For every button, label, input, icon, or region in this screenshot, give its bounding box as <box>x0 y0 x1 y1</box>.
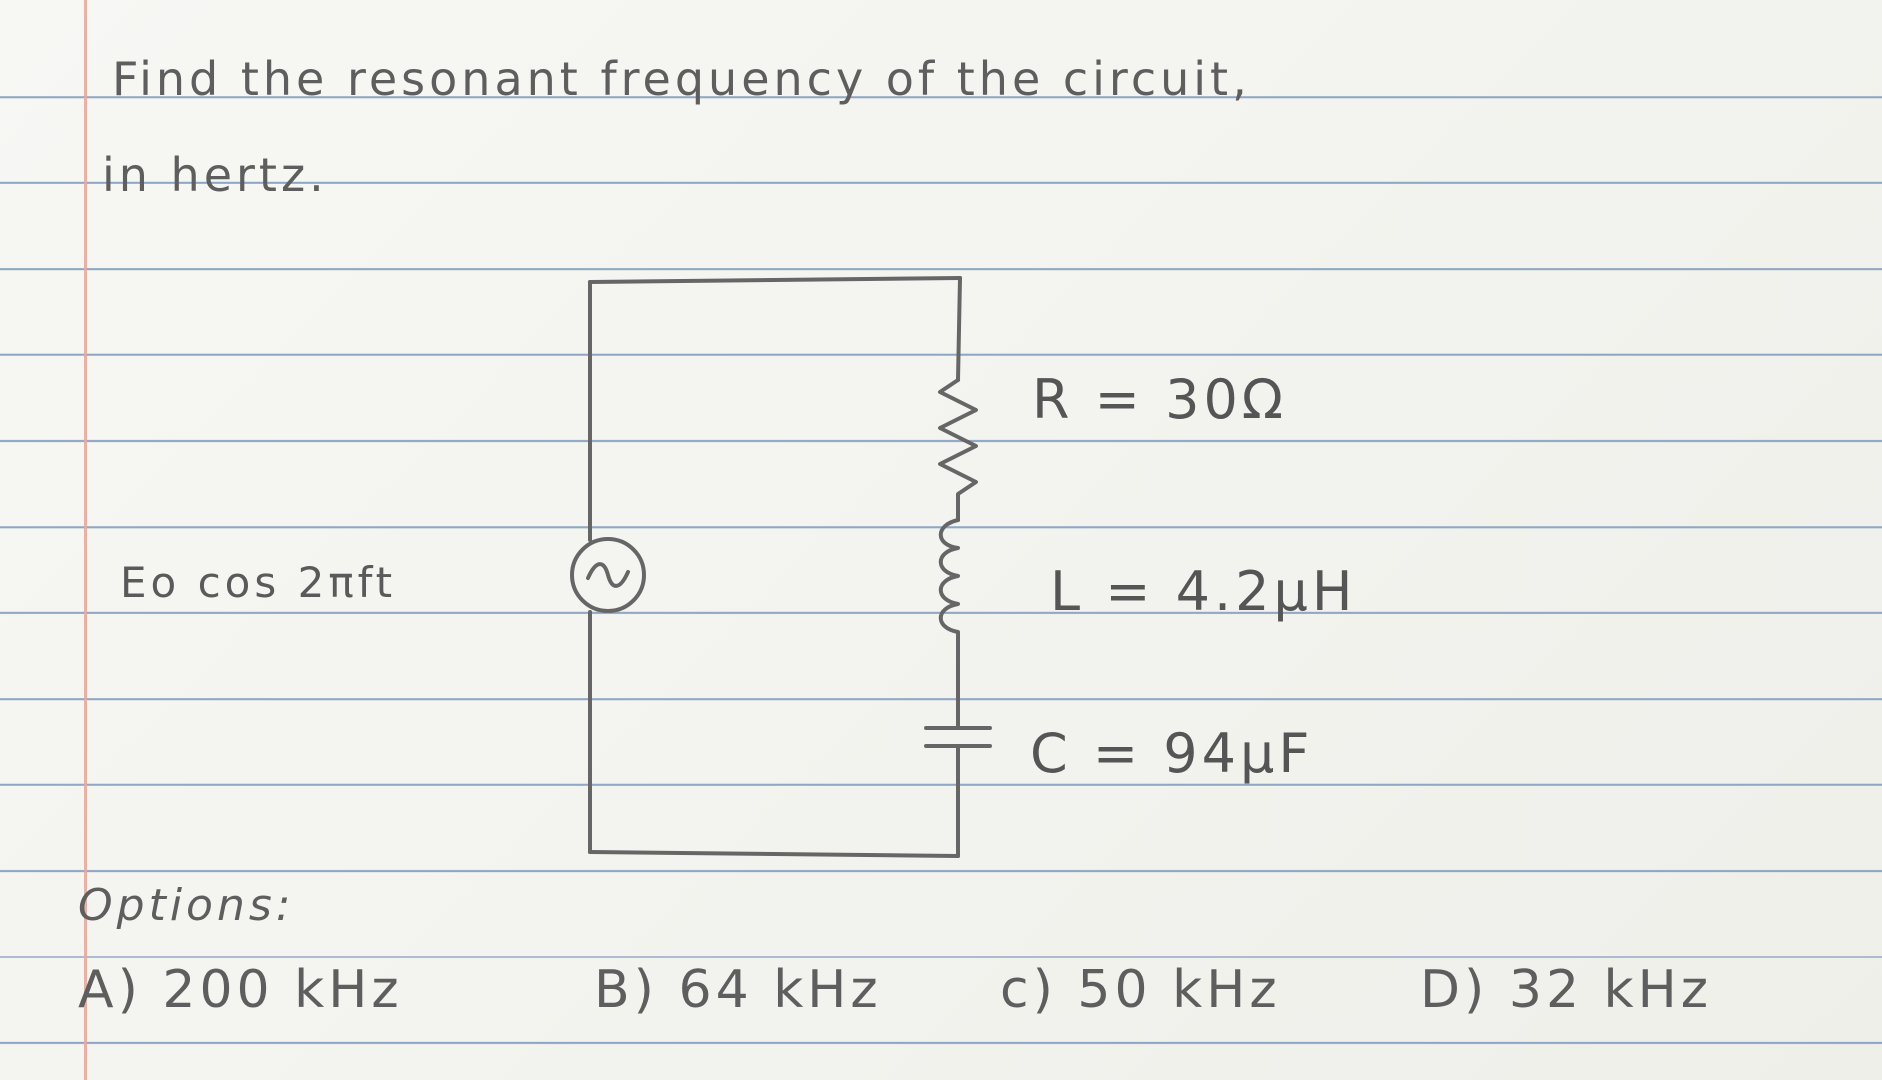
question-line-1: Find the resonant frequency of the circu… <box>112 52 1251 106</box>
source-label: Eo cos 2πft <box>120 558 397 607</box>
option-c: c) 50 kHz <box>1000 960 1281 1020</box>
option-b: B) 64 kHz <box>594 960 882 1020</box>
option-a: A) 200 kHz <box>78 960 403 1020</box>
wire-bottom <box>588 850 960 858</box>
margin-line <box>84 0 87 1080</box>
sine-wave-icon <box>586 562 630 588</box>
option-d: D) 32 kHz <box>1420 960 1713 1020</box>
resistor-symbol <box>938 378 978 522</box>
options-title: Options: <box>78 880 295 931</box>
resistor-label: R = 30Ω <box>1032 368 1288 431</box>
wire-right-top <box>956 276 962 382</box>
capacitor-label: C = 94μF <box>1030 722 1314 785</box>
question-line-2: in hertz. <box>102 148 328 202</box>
wire-top <box>588 276 962 284</box>
inductor-symbol <box>938 518 960 702</box>
ac-source-icon <box>570 537 646 613</box>
inductor-label: L = 4.2μH <box>1050 560 1357 623</box>
